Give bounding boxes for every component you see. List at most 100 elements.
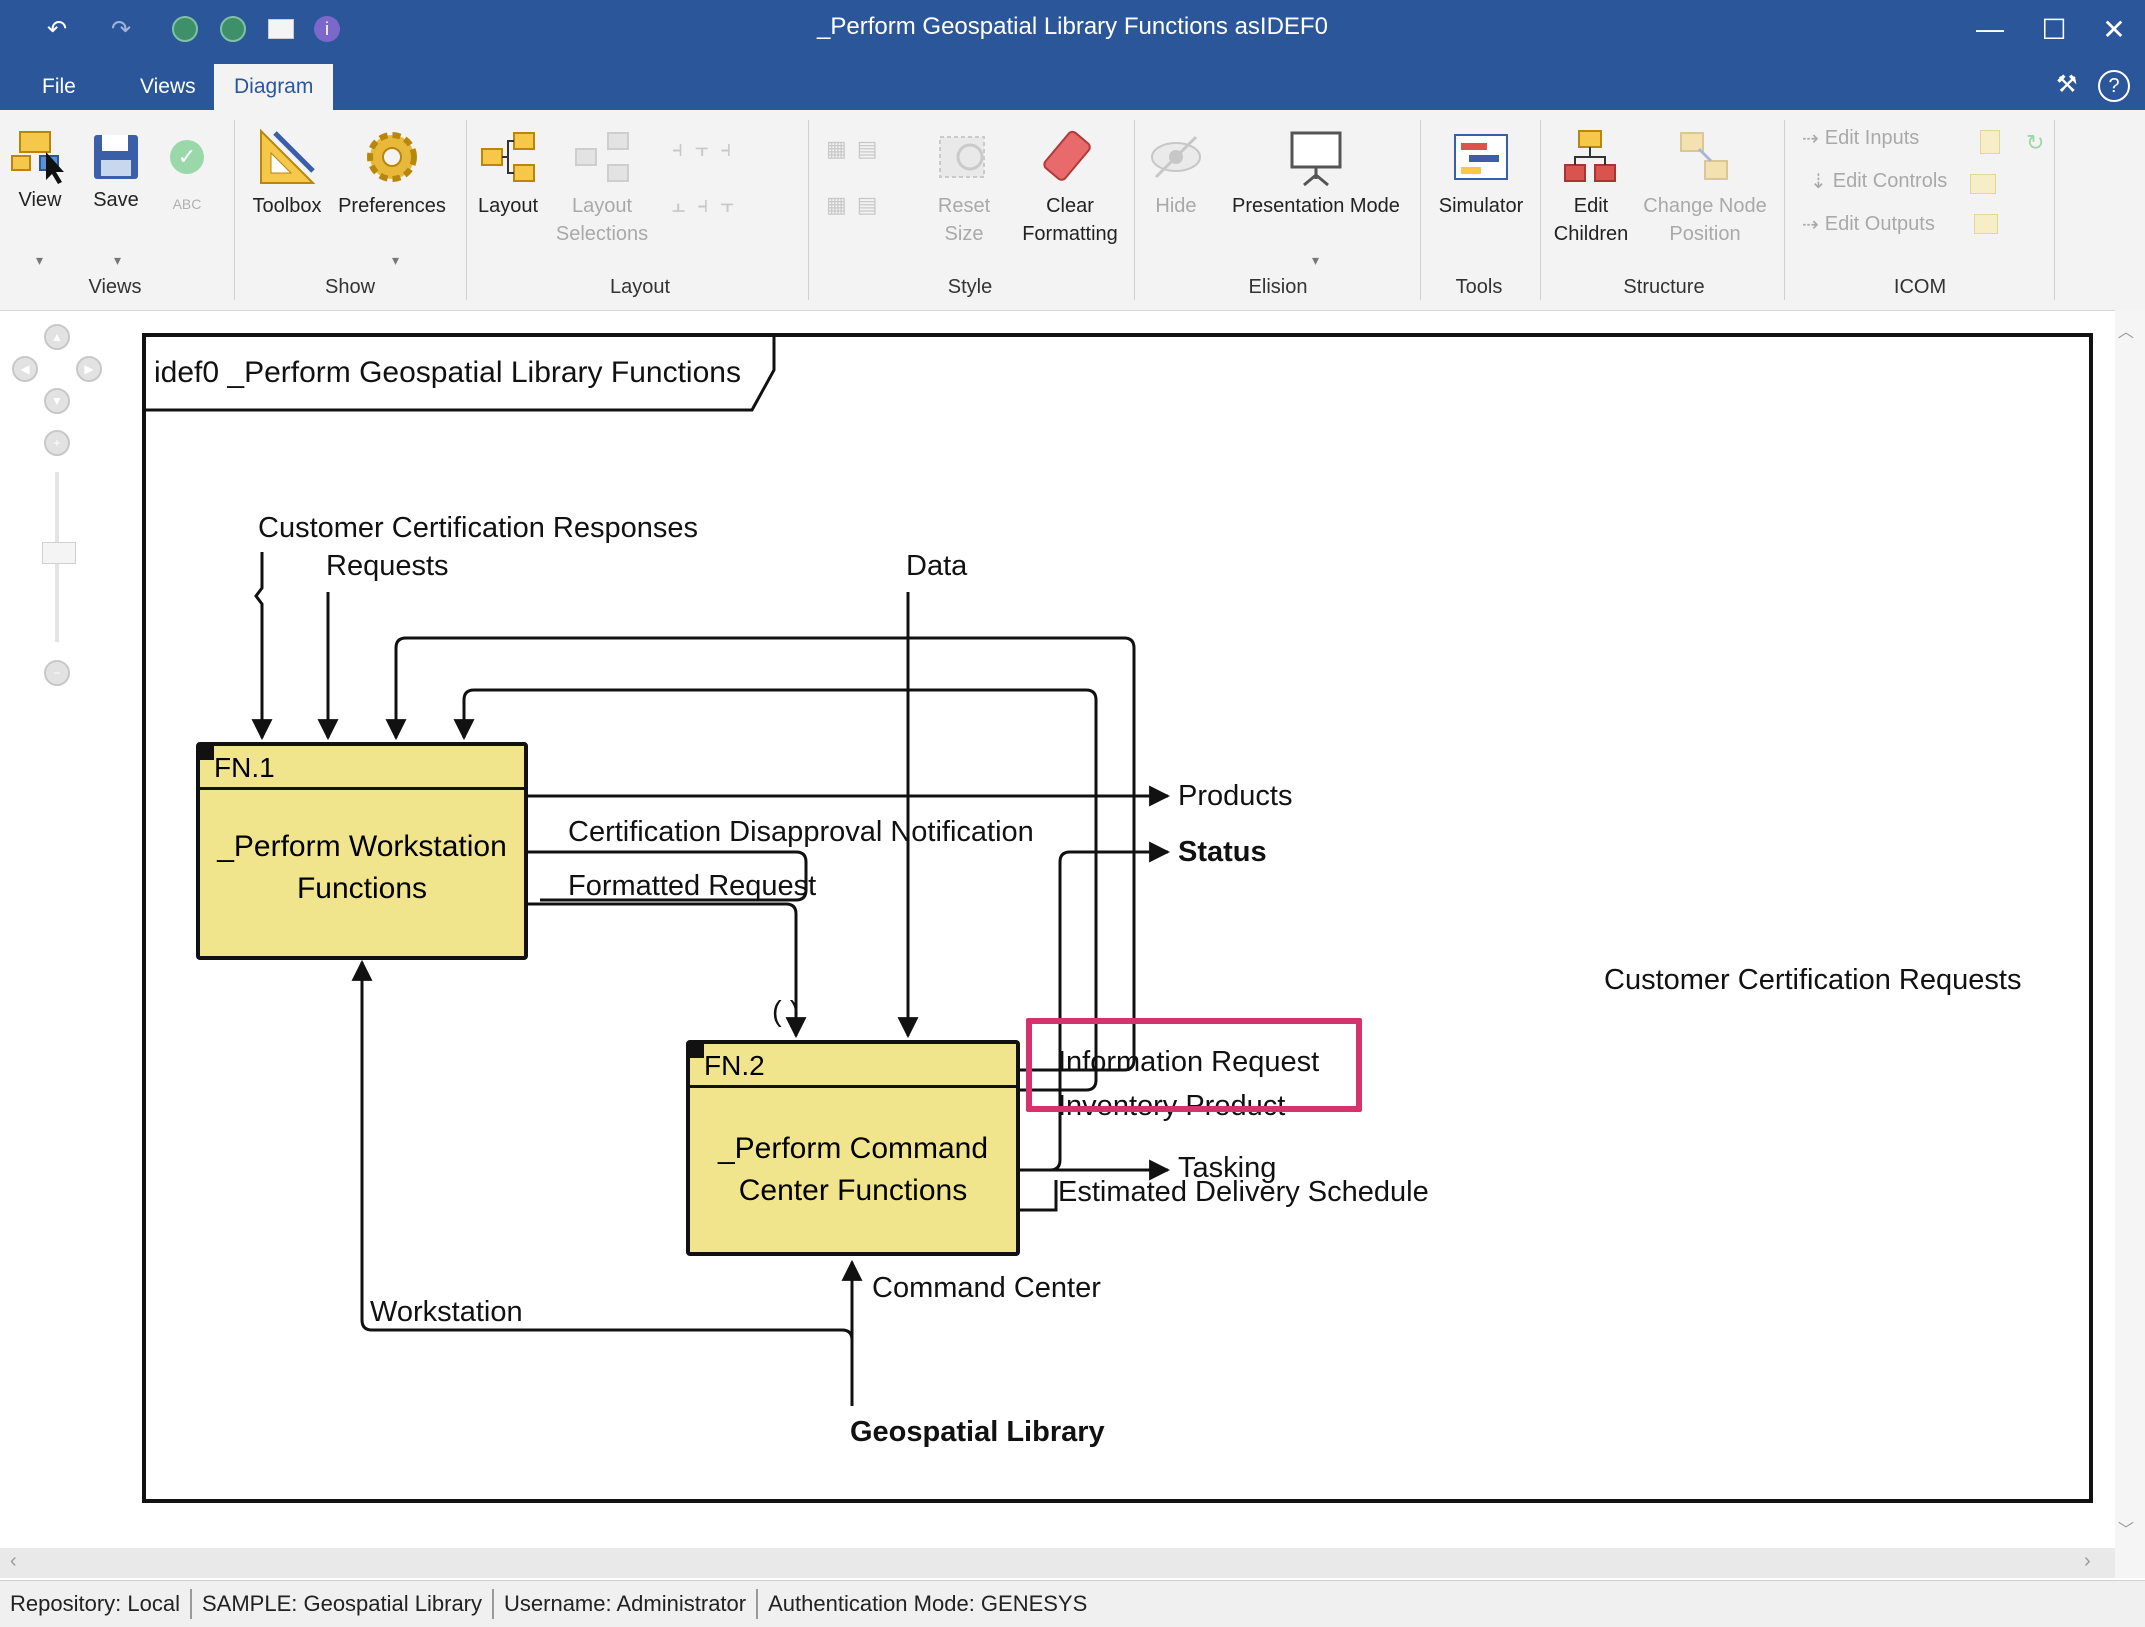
tab-diagram[interactable]: Diagram xyxy=(214,64,334,110)
connector-customer-cert-responses[interactable] xyxy=(251,552,273,741)
status-sample: SAMPLE: Geospatial Library xyxy=(192,1589,495,1619)
connector-cert-disapproval[interactable] xyxy=(528,850,808,902)
group-separator xyxy=(1134,120,1135,300)
simulator-button[interactable]: Simulator xyxy=(1426,122,1536,220)
zoom-in-icon[interactable]: + xyxy=(44,430,70,456)
label-workstation[interactable]: Workstation xyxy=(370,1296,523,1328)
group-separator xyxy=(1420,120,1421,300)
toolbox-button[interactable]: Toolbox xyxy=(242,122,332,220)
save-button[interactable]: Save xyxy=(84,128,148,214)
label-geospatial-library[interactable]: Geospatial Library xyxy=(850,1416,1105,1448)
menu-bar xyxy=(0,58,2145,110)
refresh-icon[interactable]: ↻ xyxy=(2026,130,2045,155)
align-icons-row2[interactable]: ⫠⫞⫟ xyxy=(672,192,746,217)
label-information-request[interactable]: Information Request xyxy=(1058,1046,1320,1078)
help-icon[interactable]: ? xyxy=(2098,70,2130,102)
pan-down-icon[interactable]: ▼ xyxy=(44,388,70,414)
label-command-center[interactable]: Command Center xyxy=(872,1272,1101,1304)
status-username: Username: Administrator xyxy=(494,1589,759,1619)
group-separator xyxy=(2054,120,2055,300)
style-icons-row1[interactable]: ▦▤ xyxy=(826,136,888,161)
chevron-down-icon[interactable]: ▾ xyxy=(114,252,122,268)
label-tasking[interactable]: Tasking xyxy=(1178,1152,1277,1184)
layout-button[interactable]: Layout xyxy=(470,122,546,220)
check-icon[interactable]: ✓ xyxy=(170,140,204,174)
fn2-title-line2: Center Functions xyxy=(738,1174,968,1207)
status-repository: Repository: Local xyxy=(0,1589,192,1619)
connector-est-delivery[interactable] xyxy=(1018,1180,1058,1212)
label-requests[interactable]: Requests xyxy=(326,550,449,582)
redo-icon[interactable]: ↷ xyxy=(110,15,132,43)
label-customer-cert-requests[interactable]: Customer Certification Requests xyxy=(1604,964,2022,996)
connector-formatted-request[interactable] xyxy=(528,902,807,1039)
scroll-left-icon[interactable]: ‹ xyxy=(10,1550,17,1572)
output-shape-icon[interactable] xyxy=(1974,214,1998,234)
spelling-icon[interactable]: ABC xyxy=(172,196,202,212)
control-shape-icon[interactable] xyxy=(1970,174,1996,194)
layout-selections-button[interactable]: Layout Selections xyxy=(546,122,658,248)
title-bar xyxy=(0,0,2145,58)
gear-icon xyxy=(357,122,427,192)
frame-title: idef0 _Perform Geospatial Library Functi… xyxy=(154,356,741,389)
view-icon xyxy=(10,122,70,186)
align-icons-row1[interactable]: ⫞⫟⫞ xyxy=(672,136,744,161)
horizontal-scrollbar[interactable] xyxy=(0,1548,2115,1578)
scroll-right-icon[interactable]: › xyxy=(2084,1550,2091,1572)
close-button[interactable]: ✕ xyxy=(2102,13,2126,45)
input-shape-icon[interactable] xyxy=(1980,130,2000,154)
pan-right-icon[interactable]: ▶ xyxy=(76,356,102,382)
chevron-down-icon[interactable]: ▾ xyxy=(36,252,44,268)
change-node-position-button[interactable]: Change Node Position xyxy=(1636,122,1774,248)
connector-workstation[interactable] xyxy=(351,959,854,1360)
view-button[interactable]: View xyxy=(8,122,72,214)
connector-information-request[interactable] xyxy=(385,636,1136,1072)
label-customer-cert-responses[interactable]: Customer Certification Responses xyxy=(258,512,699,544)
info-icon[interactable]: i xyxy=(310,12,344,46)
chevron-down-icon[interactable]: ▾ xyxy=(392,252,400,268)
function-box-fn2[interactable]: FN.2 _Perform Command Center Functions xyxy=(686,1040,1020,1256)
preferences-button[interactable]: Preferences xyxy=(336,122,448,220)
scroll-down-icon[interactable]: ﹀ xyxy=(2118,1522,2135,1539)
box-corner-marker xyxy=(690,1044,704,1058)
zoom-out-icon[interactable]: − xyxy=(44,660,70,686)
label-est-delivery[interactable]: Estimated Delivery Schedule xyxy=(1058,1176,1429,1208)
edit-children-button[interactable]: Edit Children xyxy=(1546,122,1636,248)
window-title: _Perform Geospatial Library Functions as… xyxy=(817,13,1328,40)
minimize-button[interactable]: — xyxy=(1976,13,2004,44)
forward-icon[interactable] xyxy=(216,12,250,46)
group-separator xyxy=(1784,120,1785,300)
vertical-scrollbar[interactable] xyxy=(2115,310,2145,1578)
label-data[interactable]: Data xyxy=(906,550,968,582)
reset-size-icon xyxy=(931,122,997,192)
label-products[interactable]: Products xyxy=(1178,780,1293,812)
zoom-slider-thumb[interactable] xyxy=(42,542,76,564)
edit-controls-button[interactable]: ⇣Edit Controls xyxy=(1810,170,1948,193)
presentation-mode-button[interactable]: Presentation Mode xyxy=(1218,122,1414,220)
connector-inventory-product[interactable] xyxy=(453,688,1098,1092)
reset-size-button[interactable]: Reset Size xyxy=(922,122,1006,248)
edit-inputs-button[interactable]: ⇢Edit Inputs xyxy=(1802,127,1920,150)
frame-title-tab xyxy=(146,337,776,412)
label-status[interactable]: Status xyxy=(1178,836,1267,868)
label-cert-disapproval[interactable]: Certification Disapproval Notification xyxy=(568,816,1034,848)
undo-icon[interactable]: ↶ xyxy=(46,15,68,43)
tools-icon[interactable]: ⚒ xyxy=(2056,71,2078,98)
edit-outputs-button[interactable]: ⇢Edit Outputs xyxy=(1802,213,1935,236)
clear-formatting-button[interactable]: Clear Formatting xyxy=(1010,122,1130,248)
back-icon[interactable] xyxy=(168,12,202,46)
function-box-fn1[interactable]: FN.1 _Perform Workstation Functions xyxy=(196,742,528,960)
style-icons-row2[interactable]: ▦▤ xyxy=(826,192,888,217)
tab-views[interactable]: Views xyxy=(140,75,196,98)
group-separator xyxy=(466,120,467,300)
pan-left-icon[interactable]: ◀ xyxy=(12,356,38,382)
label-tunnel: ( ) xyxy=(772,996,800,1028)
pan-up-icon[interactable]: ▲ xyxy=(44,324,70,350)
tab-file[interactable]: File xyxy=(42,75,76,98)
label-formatted-request[interactable]: Formatted Request xyxy=(568,870,817,902)
presentation-icon xyxy=(1283,122,1349,192)
hide-button[interactable]: Hide xyxy=(1140,122,1212,220)
scroll-up-icon[interactable]: ︿ xyxy=(2118,324,2135,341)
chevron-down-icon[interactable]: ▾ xyxy=(1312,252,1320,268)
properties-icon[interactable] xyxy=(264,12,298,46)
maximize-button[interactable]: ☐ xyxy=(2041,13,2067,45)
